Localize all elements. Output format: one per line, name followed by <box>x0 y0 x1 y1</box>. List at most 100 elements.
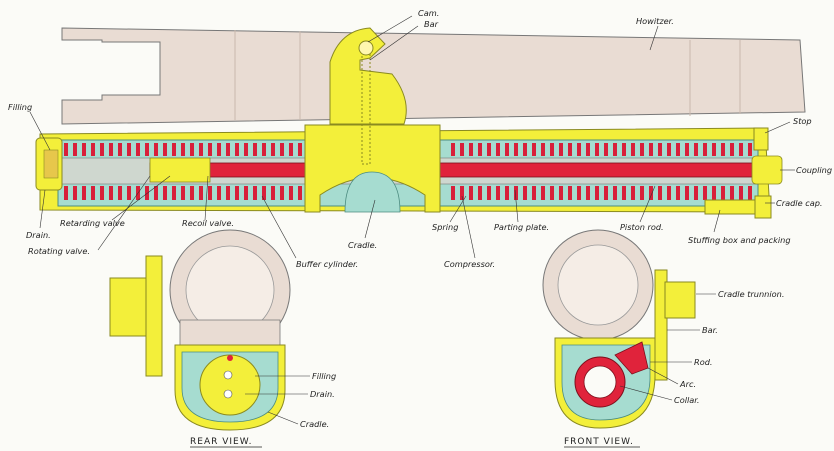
spring-coil <box>487 143 491 156</box>
spring-coil <box>226 143 230 156</box>
spring-coil <box>298 143 302 156</box>
spring-coil <box>703 143 707 156</box>
spring-coil <box>676 186 680 200</box>
spring-coil <box>640 186 644 200</box>
spring-coil <box>145 186 149 200</box>
spring-coil <box>604 143 608 156</box>
spring-coil <box>118 186 122 200</box>
spring-coil <box>199 143 203 156</box>
spring-coil <box>244 143 248 156</box>
label-collar: Collar. <box>674 395 700 405</box>
spring-coil <box>217 186 221 200</box>
spring-coil <box>523 143 527 156</box>
label-filling-top: Filling <box>8 102 32 112</box>
spring-upper-row <box>64 143 752 156</box>
spring-coil <box>163 186 167 200</box>
spring-coil <box>487 186 491 200</box>
spring-coil <box>505 143 509 156</box>
label-parting-plate: Parting plate. <box>494 222 549 232</box>
label-piston-rod: Piston rod. <box>620 222 664 232</box>
label-drain-top: Drain. <box>26 230 51 240</box>
label-bar-top: Bar <box>424 19 439 29</box>
spring-coil <box>712 186 716 200</box>
spring-coil <box>514 186 518 200</box>
spring-coil <box>667 186 671 200</box>
spring-coil <box>685 143 689 156</box>
spring-coil <box>262 186 266 200</box>
label-cradle-mid: Cradle. <box>348 240 377 250</box>
spring-coil <box>514 143 518 156</box>
stuffing-box <box>704 199 756 215</box>
spring-coil <box>73 186 77 200</box>
spring-coil <box>667 143 671 156</box>
spring-coil <box>469 143 473 156</box>
spring-coil <box>91 143 95 156</box>
spring-coil <box>730 143 734 156</box>
piston-rod <box>149 162 779 178</box>
spring-coil <box>478 186 482 200</box>
label-cam: Cam. <box>418 8 439 18</box>
breech-mechanism <box>329 27 407 125</box>
spring-coil <box>532 143 536 156</box>
spring-coil <box>91 186 95 200</box>
spring-coil <box>118 143 122 156</box>
spring-coil <box>649 143 653 156</box>
spring-coil <box>235 186 239 200</box>
spring-coil <box>496 186 500 200</box>
spring-coil <box>127 186 131 200</box>
spring-coil <box>730 186 734 200</box>
spring-coil <box>568 186 572 200</box>
spring-coil <box>712 143 716 156</box>
spring-coil <box>550 186 554 200</box>
spring-coil <box>154 143 158 156</box>
label-cradle-rear: Cradle. <box>300 419 329 429</box>
spring-coil <box>64 143 68 156</box>
spring-coil <box>127 143 131 156</box>
spring-coil <box>190 143 194 156</box>
spring-coil <box>451 186 455 200</box>
howitzer-body <box>61 27 806 125</box>
spring-coil <box>190 186 194 200</box>
spring-coil <box>298 186 302 200</box>
spring-coil <box>154 186 158 200</box>
spring-lower-row <box>64 186 752 200</box>
spring-coil <box>622 186 626 200</box>
spring-coil <box>613 186 617 200</box>
spring-coil <box>586 143 590 156</box>
spring-coil <box>694 143 698 156</box>
spring-coil <box>208 143 212 156</box>
spring-coil <box>64 186 68 200</box>
spring-coil <box>703 186 707 200</box>
label-rotating-valve: Rotating valve. <box>28 246 90 256</box>
rear-view <box>109 229 291 431</box>
spring-coil <box>469 186 473 200</box>
label-cradle-cap: Cradle cap. <box>776 198 823 208</box>
spring-coil <box>568 143 572 156</box>
spring-coil <box>100 186 104 200</box>
spring-coil <box>739 143 743 156</box>
spring-coil <box>280 186 284 200</box>
spring-coil <box>271 143 275 156</box>
spring-coil <box>658 186 662 200</box>
spring-coil <box>172 143 176 156</box>
label-compressor: Compressor. <box>444 259 495 269</box>
spring-coil <box>748 186 752 200</box>
spring-coil <box>523 186 527 200</box>
spring-coil <box>559 186 563 200</box>
spring-coil <box>109 143 113 156</box>
spring-coil <box>541 186 545 200</box>
label-howitzer: Howitzer. <box>636 16 674 26</box>
spring-coil <box>82 143 86 156</box>
stop-block <box>753 127 769 151</box>
spring-coil <box>289 186 293 200</box>
spring-coil <box>559 143 563 156</box>
spring-coil <box>649 186 653 200</box>
label-arc: Arc. <box>679 379 696 389</box>
spring-coil <box>136 143 140 156</box>
spring-coil <box>253 186 257 200</box>
spring-coil <box>82 186 86 200</box>
spring-coil <box>622 143 626 156</box>
spring-coil <box>100 143 104 156</box>
